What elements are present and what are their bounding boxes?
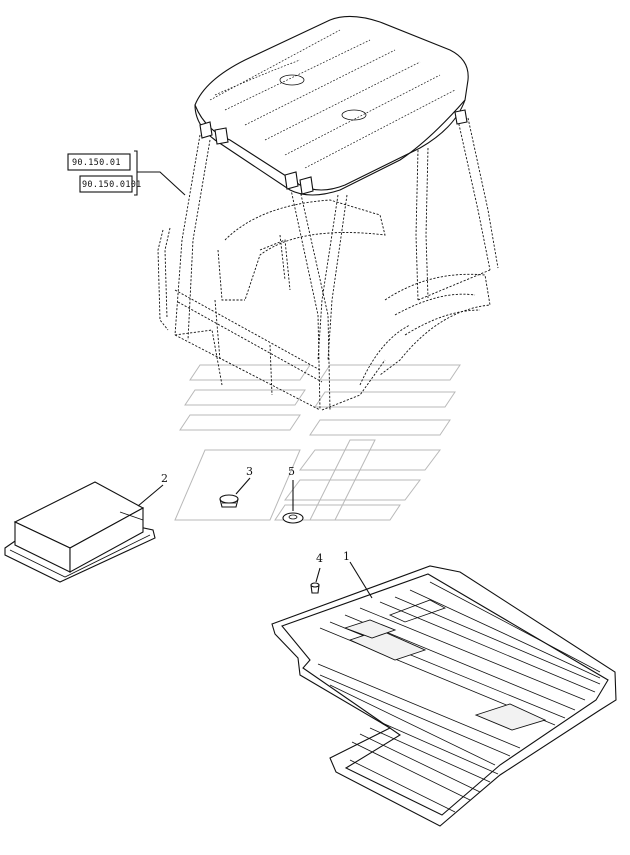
callout-4: 4 xyxy=(316,552,323,565)
callout-5: 5 xyxy=(288,465,295,478)
part-fastener xyxy=(310,582,320,594)
callout-2: 2 xyxy=(161,472,168,485)
cab-assembly xyxy=(157,15,499,411)
reference-boxes: 90.150.01 90.150.0101 xyxy=(67,150,186,196)
watermark-logo xyxy=(174,364,461,521)
part-floor-mat xyxy=(271,565,617,827)
callout-3: 3 xyxy=(246,465,253,478)
part-plug xyxy=(219,494,239,508)
reference-code-2: 90.150.0101 xyxy=(82,180,142,190)
callout-1: 1 xyxy=(343,550,350,563)
reference-box-1[interactable] xyxy=(67,153,131,171)
reference-code-1: 90.150.01 xyxy=(72,158,121,168)
part-pad xyxy=(4,481,156,583)
part-grommet xyxy=(282,512,304,524)
reference-box-2[interactable] xyxy=(79,175,133,193)
